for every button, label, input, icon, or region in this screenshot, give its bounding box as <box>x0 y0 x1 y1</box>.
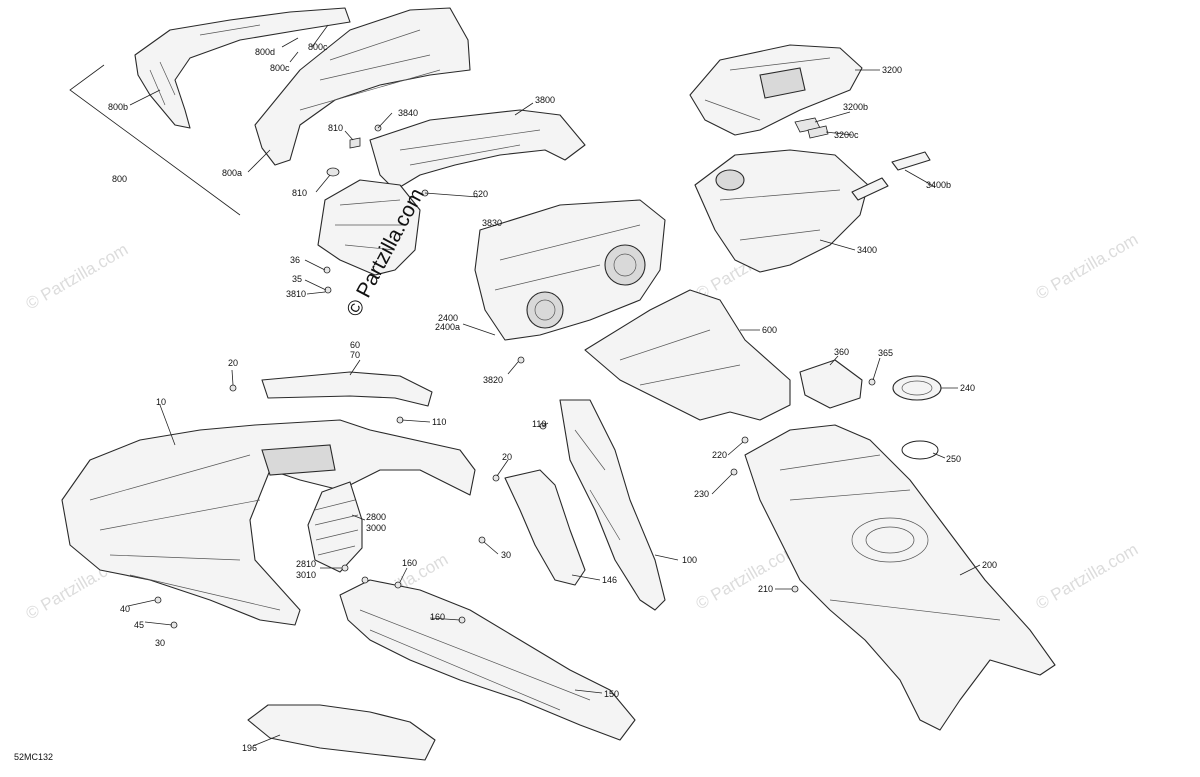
callout-label: 3820 <box>483 375 503 385</box>
callout-label: 3810 <box>286 289 306 299</box>
callout-label: 196 <box>242 743 257 753</box>
leader-lines <box>69 24 981 747</box>
callout-label: 3800 <box>535 95 555 105</box>
callout-label: 20 <box>228 358 238 368</box>
part-2400-headlamp <box>474 199 666 341</box>
part-800b-rail <box>134 7 351 129</box>
fastener-set <box>154 124 876 629</box>
callout-label: 2800 <box>366 512 386 522</box>
callout-label: 2400 <box>438 313 458 323</box>
callout-label: 45 <box>134 620 144 630</box>
watermark-text: © Partzilla.com <box>23 240 132 314</box>
callout-label: 3200b <box>843 102 868 112</box>
callout-label: 3400 <box>857 245 877 255</box>
watermark-text: © Partzilla.com <box>1033 230 1142 304</box>
callout-label: 240 <box>960 383 975 393</box>
callout-label: 3000 <box>366 523 386 533</box>
callout-label: 36 <box>290 255 300 265</box>
callout-label: 800a <box>222 168 242 178</box>
callout-label: 230 <box>694 489 709 499</box>
part-3400b-strip <box>891 151 931 171</box>
callout-label: 800d <box>255 47 275 57</box>
part-810-clip <box>349 137 361 149</box>
part-600-tray <box>584 289 791 421</box>
callout-label: 220 <box>712 450 727 460</box>
callout-label: 620 <box>473 189 488 199</box>
callout-label: 40 <box>120 604 130 614</box>
callout-label: 60 <box>350 340 360 350</box>
callout-label: 210 <box>758 584 773 594</box>
callout-label: 30 <box>155 638 165 648</box>
callout-label: 160 <box>402 558 417 568</box>
callout-layer: 800d 800c 800c 800b 800 800a 3840 3800 8… <box>108 42 997 753</box>
callout-label: 800c <box>270 63 290 73</box>
watermark-text: © Partzilla.com <box>1033 540 1142 614</box>
callout-label: 100 <box>682 555 697 565</box>
part-196-strip <box>247 704 436 761</box>
callout-label: 200 <box>982 560 997 570</box>
part-200-frame <box>744 424 1056 731</box>
callout-label: 70 <box>350 350 360 360</box>
callout-label: 3200 <box>882 65 902 75</box>
part-10-side-panel <box>61 419 476 626</box>
part-240-ring <box>892 375 942 401</box>
callout-label: 3010 <box>296 570 316 580</box>
callout-label: 3840 <box>398 108 418 118</box>
callout-label: 10 <box>156 397 166 407</box>
callout-label: 600 <box>762 325 777 335</box>
callout-label: 30 <box>501 550 511 560</box>
part-250-gasket <box>901 440 939 460</box>
parts-layer <box>61 7 1056 761</box>
callout-label: 3400b <box>926 180 951 190</box>
callout-label: 110 <box>432 417 446 427</box>
callout-label: 800b <box>108 102 128 112</box>
diagram-code: 52MC132 <box>14 752 53 762</box>
part-3400b-strip <box>851 177 889 201</box>
part-60-strip <box>261 371 433 407</box>
callout-label: 810 <box>292 188 307 198</box>
part-100-bracket <box>559 399 666 611</box>
callout-label: 110 <box>532 419 546 429</box>
callout-label: 146 <box>602 575 617 585</box>
callout-label: 35 <box>292 274 302 284</box>
part-2800-grille <box>307 481 363 573</box>
part-146-panel <box>504 469 586 586</box>
part-800a-cowl <box>254 7 471 166</box>
callout-label: 2810 <box>296 559 316 569</box>
callout-label: 365 <box>878 348 893 358</box>
callout-label: 250 <box>946 454 961 464</box>
part-810-grommet <box>326 167 340 177</box>
callout-label: 810 <box>328 123 343 133</box>
callout-label: 2400a <box>435 322 460 332</box>
callout-label: 800c <box>308 42 328 52</box>
part-bracket-assembly <box>317 179 421 276</box>
callout-label: 150 <box>604 689 619 699</box>
part-360-pad <box>799 359 863 409</box>
callout-label: 360 <box>834 347 849 357</box>
part-3200c-latch <box>807 125 829 139</box>
callout-label: 160 <box>430 612 445 622</box>
callout-label: 3200c <box>834 130 859 140</box>
callout-label: 3830 <box>482 218 502 228</box>
callout-label: 20 <box>502 452 512 462</box>
callout-label: 800 <box>112 174 127 184</box>
part-3400-bin <box>694 149 869 273</box>
